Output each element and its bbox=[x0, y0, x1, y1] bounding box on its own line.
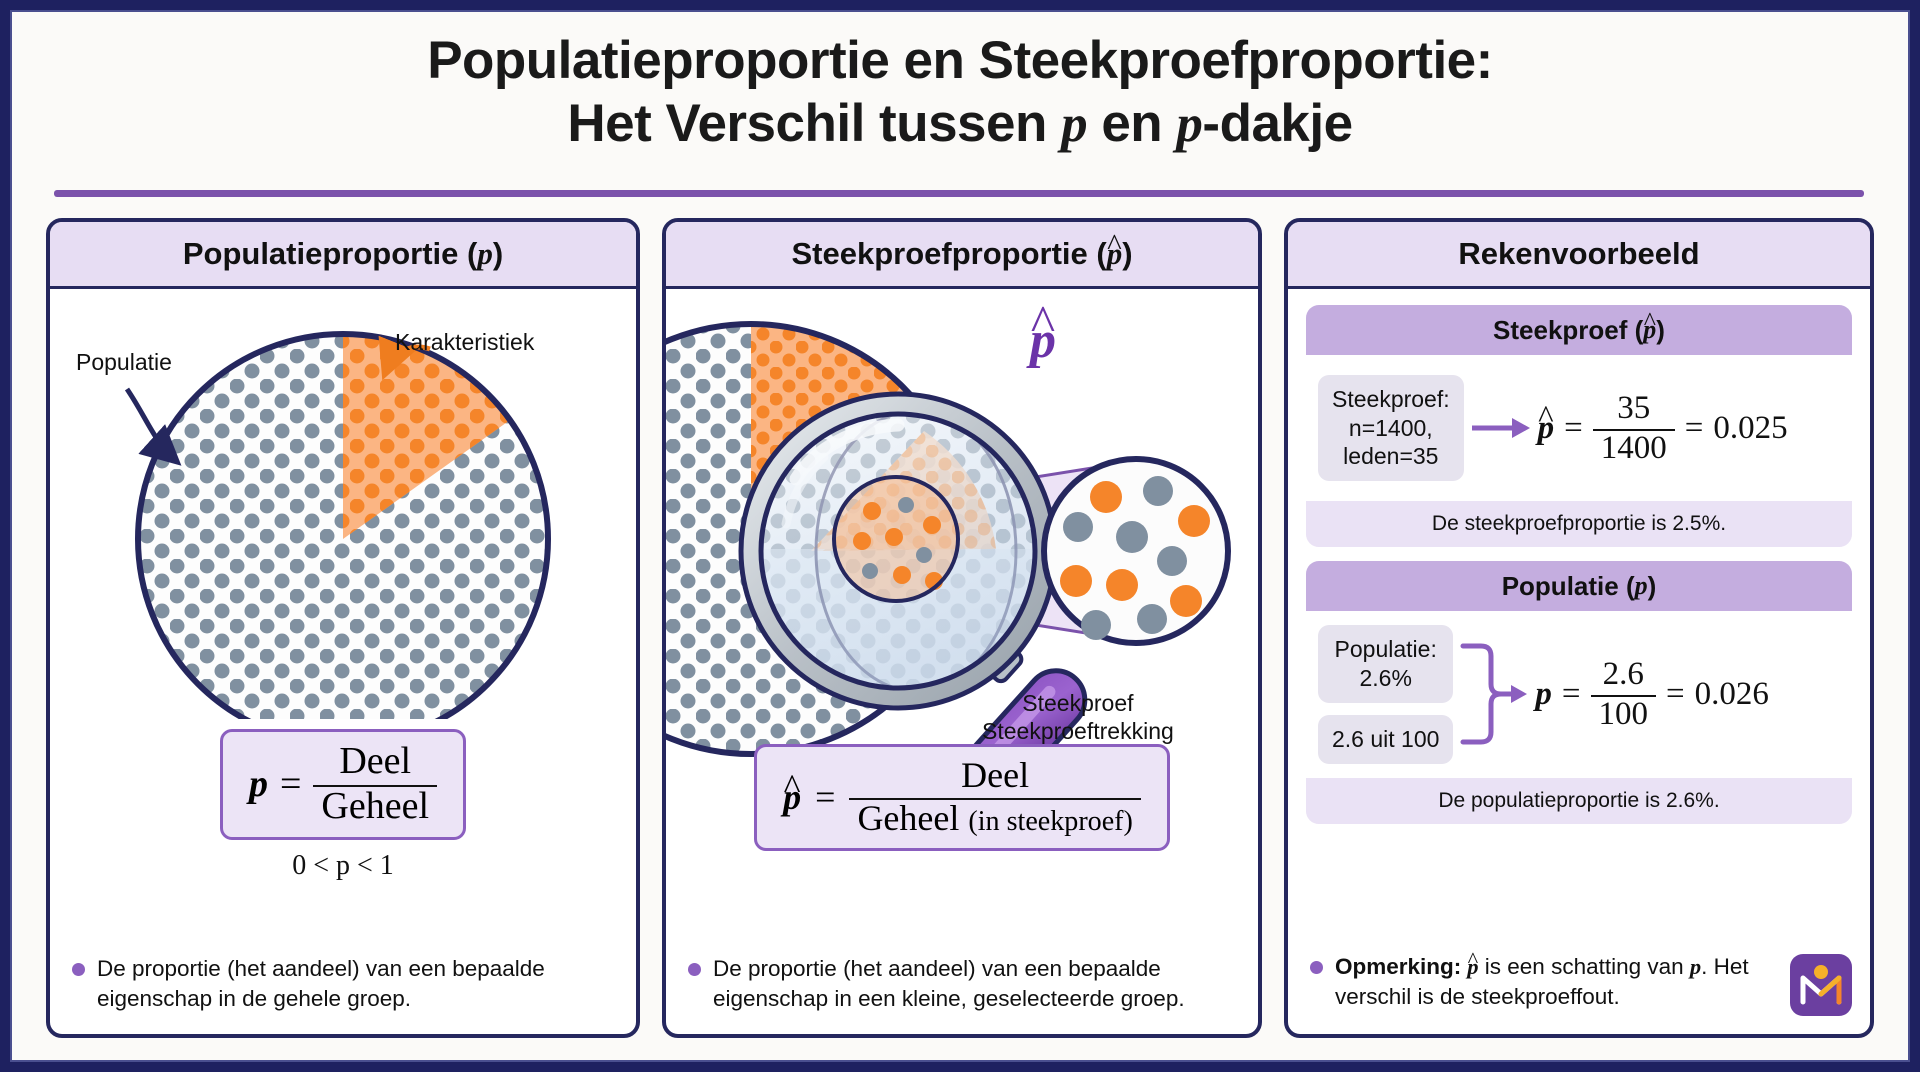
panel3-heading: Rekenvoorbeeld bbox=[1288, 222, 1870, 289]
panel1-heading: Populatieproportie (p) bbox=[50, 222, 636, 289]
title-line-2: Het Verschil tussen p en p-dakje bbox=[567, 94, 1353, 154]
panel-sample-proportion: Steekproefproportie (^p) bbox=[662, 218, 1262, 1038]
hat-accent-icon: ^ bbox=[1467, 947, 1479, 973]
brand-logo bbox=[1790, 954, 1852, 1016]
bullet-dot-icon bbox=[72, 963, 85, 977]
calc-numerator: 2.6 bbox=[1602, 656, 1644, 693]
panel1-bullet: De proportie (het aandeel) van een bepaa… bbox=[72, 954, 618, 1014]
label-population: Populatie bbox=[76, 349, 172, 375]
formula-numerator: Deel bbox=[339, 740, 412, 782]
chip-population-ratio: 2.6 uit 100 bbox=[1318, 714, 1454, 764]
panel3-note: Opmerking:^ p is een schatting van p. He… bbox=[1310, 947, 1760, 1012]
calc-result: 0.025 bbox=[1713, 409, 1788, 446]
panel1-bullet-text: De proportie (het aandeel) van een bepaa… bbox=[97, 956, 545, 1012]
hat-accent-icon: ^ bbox=[1538, 399, 1554, 436]
panel-population-proportion: Populatieproportie (p) bbox=[46, 218, 640, 1038]
hat-accent-icon: ^ bbox=[1030, 296, 1056, 354]
panel2-bullet-text: De proportie (het aandeel) van een bepaa… bbox=[713, 956, 1185, 1012]
phat-symbol-label: ^p bbox=[1030, 296, 1056, 369]
formula-phat: ^p = Deel Geheel (in steekproef) bbox=[754, 744, 1170, 851]
magnifier-svg bbox=[666, 321, 1231, 800]
chip-population-percent: Populatie: 2.6% bbox=[1318, 625, 1454, 703]
chip-sample-values: Steekproef: n=1400, leden=35 bbox=[1318, 374, 1464, 482]
subcard-sample: Steekproef (^p) Steekproef: n=1400, lede… bbox=[1306, 305, 1852, 547]
formula-denominator-note: (in steekproef) bbox=[968, 805, 1133, 837]
panel-worked-example: Rekenvoorbeeld Steekproef (^p) Steekproe… bbox=[1284, 218, 1874, 1038]
arrow-right-icon bbox=[1471, 418, 1530, 438]
sample-circle bbox=[1041, 456, 1231, 646]
subcard-population: Populatie (p) Populatie: 2.6% 2.6 uit 10… bbox=[1306, 561, 1852, 824]
panel2-bullet: De proportie (het aandeel) van een bepaa… bbox=[688, 954, 1240, 1014]
page-title: Populatieproportie en Steekproefproporti… bbox=[12, 12, 1908, 153]
population-circle-diagram: Populatie Karakteristiek bbox=[50, 289, 636, 747]
subcard-sample-footer: De steekproefproportie is 2.5%. bbox=[1306, 501, 1852, 547]
label-characteristic: Karakteristiek bbox=[395, 329, 535, 355]
calc-numerator: 35 bbox=[1617, 389, 1651, 426]
hat-accent-icon: ^ bbox=[1107, 226, 1122, 262]
subcard-population-footer: De populatieproportie is 2.6%. bbox=[1306, 777, 1852, 824]
hat-accent-icon: ^ bbox=[1643, 307, 1656, 337]
bullet-dot-icon bbox=[1310, 961, 1323, 975]
magnifier-lens bbox=[758, 411, 1038, 691]
panel1-formula-block: p = Deel Geheel 0 < p < 1 bbox=[50, 729, 636, 882]
calc-denominator: 100 bbox=[1590, 694, 1657, 732]
formula-denominator: Geheel bbox=[313, 784, 438, 827]
header: Populatieproportie en Steekproefproporti… bbox=[12, 12, 1908, 198]
infographic-frame: Populatieproportie en Steekproefproporti… bbox=[10, 10, 1910, 1062]
hat-accent-icon: ^ bbox=[783, 766, 801, 807]
brace-arrow-icon bbox=[1460, 643, 1528, 745]
panel2-heading: Steekproefproportie (^p) bbox=[666, 222, 1258, 289]
p-range: 0 < p < 1 bbox=[292, 849, 394, 881]
label-sample: Steekproef Steekproeftrekking bbox=[982, 690, 1174, 745]
logo-m-icon bbox=[1800, 965, 1842, 1005]
calc-denominator: 1400 bbox=[1592, 428, 1675, 466]
subcard-population-heading: Populatie (p) bbox=[1306, 561, 1852, 611]
calc-result: 0.026 bbox=[1694, 675, 1769, 712]
calc-population: p = 2.6 100 = 0.026 bbox=[1535, 656, 1769, 732]
note-label: Opmerking: bbox=[1335, 954, 1462, 980]
header-divider bbox=[54, 190, 1864, 197]
formula-denominator: Geheel bbox=[857, 797, 960, 838]
panel2-formula-block: ^p = Deel Geheel (in steekproef) bbox=[666, 744, 1258, 851]
bullet-dot-icon bbox=[688, 963, 701, 977]
subcard-sample-heading: Steekproef (^p) bbox=[1306, 305, 1852, 355]
magnifier-diagram: ^p Steekproef Steekproeftrekking bbox=[666, 289, 1258, 800]
calc-sample: ^p = 35 1400 = 0.025 bbox=[1537, 389, 1788, 466]
formula-p: p = Deel Geheel bbox=[219, 729, 467, 840]
population-svg bbox=[124, 331, 551, 747]
title-line-1: Populatieproportie en Steekproefproporti… bbox=[427, 31, 1493, 90]
formula-numerator: Deel bbox=[961, 755, 1030, 795]
